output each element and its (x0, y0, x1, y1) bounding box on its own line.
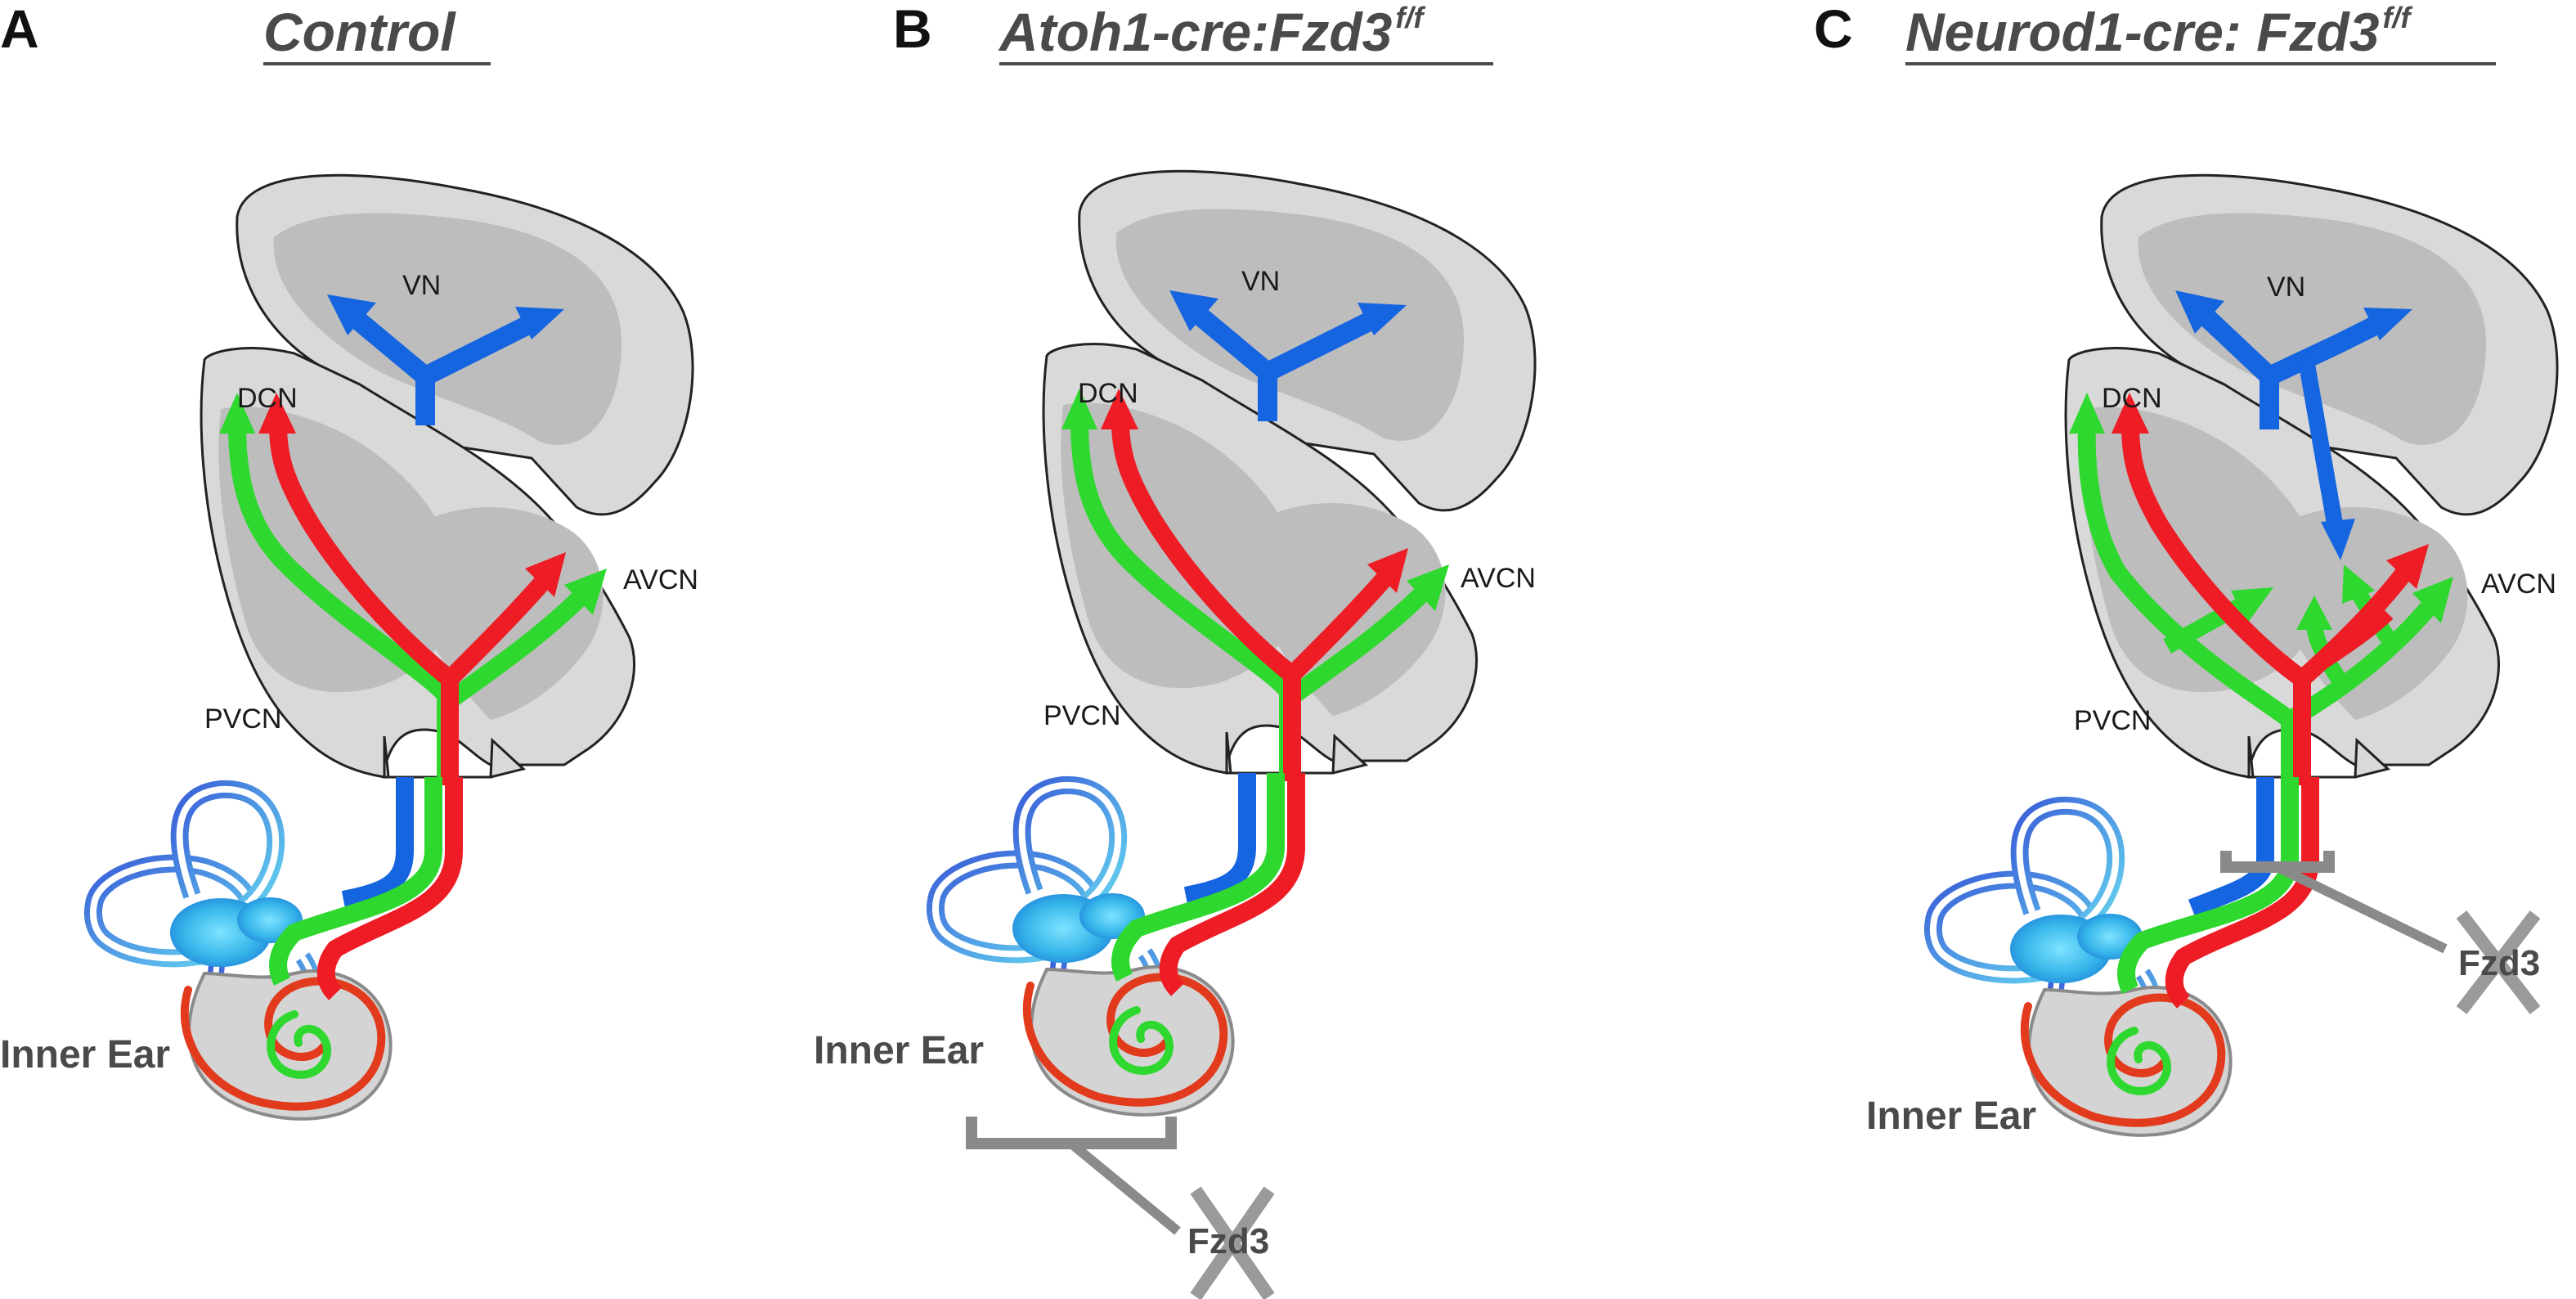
inner-ear-drawing (1933, 806, 2231, 1135)
avcn-label: AVCN (2481, 569, 2556, 600)
fzd3-label: Fzd3 (2458, 943, 2540, 983)
dcn-label: DCN (2102, 383, 2162, 414)
panel-b: B Atoh1-cre:Fzd3 f/f VN DCN AVCN PVCN In… (814, 0, 1537, 1299)
pvcn-label: PVCN (2074, 705, 2151, 736)
knockout-cross-icon (2456, 910, 2541, 1014)
panel-title-superscript: f/f (2382, 1, 2412, 34)
dcn-label: DCN (237, 383, 298, 414)
inner-ear-label: Inner Ear (814, 1029, 984, 1072)
knockout-bracket (2220, 851, 2448, 954)
panel-title-superscript: f/f (1395, 1, 1425, 34)
panel-letter: C (1814, 0, 1853, 59)
avcn-label: AVCN (1461, 563, 1536, 594)
panel-letter: A (0, 0, 39, 59)
panel-c: C Neurod1-cre: Fzd3 f/f (1814, 0, 2559, 1138)
svg-text:Neurod1-cre: Fzd3 f/f: Neurod1-cre: Fzd3 f/f (1905, 1, 2412, 62)
inner-ear-label: Inner Ear (1866, 1094, 2036, 1138)
knockout-bracket (966, 1117, 1181, 1235)
dcn-label: DCN (1078, 378, 1138, 409)
panel-title: Neurod1-cre: Fzd3 (1905, 2, 2379, 62)
panel-letter: B (893, 0, 932, 59)
vn-label: VN (402, 270, 441, 301)
fzd3-label: Fzd3 (1187, 1221, 1269, 1261)
panel-title: Control (263, 2, 456, 62)
avcn-label: AVCN (623, 564, 698, 596)
inner-ear-label: Inner Ear (0, 1033, 170, 1077)
panel-title: Atoh1-cre:Fzd3 (998, 2, 1392, 62)
panel-a: A Control VN DCN AVCN PVCN Inner Ear (0, 0, 698, 1119)
knockout-cross-icon (1190, 1186, 1275, 1299)
svg-text:Atoh1-cre:Fzd3 f/f: Atoh1-cre:Fzd3 f/f (998, 1, 1425, 62)
vn-label: VN (1241, 266, 1280, 297)
pvcn-label: PVCN (1043, 700, 1120, 731)
pvcn-label: PVCN (204, 703, 281, 735)
vn-label: VN (2267, 272, 2305, 303)
afferent-projections (2069, 290, 2453, 1009)
